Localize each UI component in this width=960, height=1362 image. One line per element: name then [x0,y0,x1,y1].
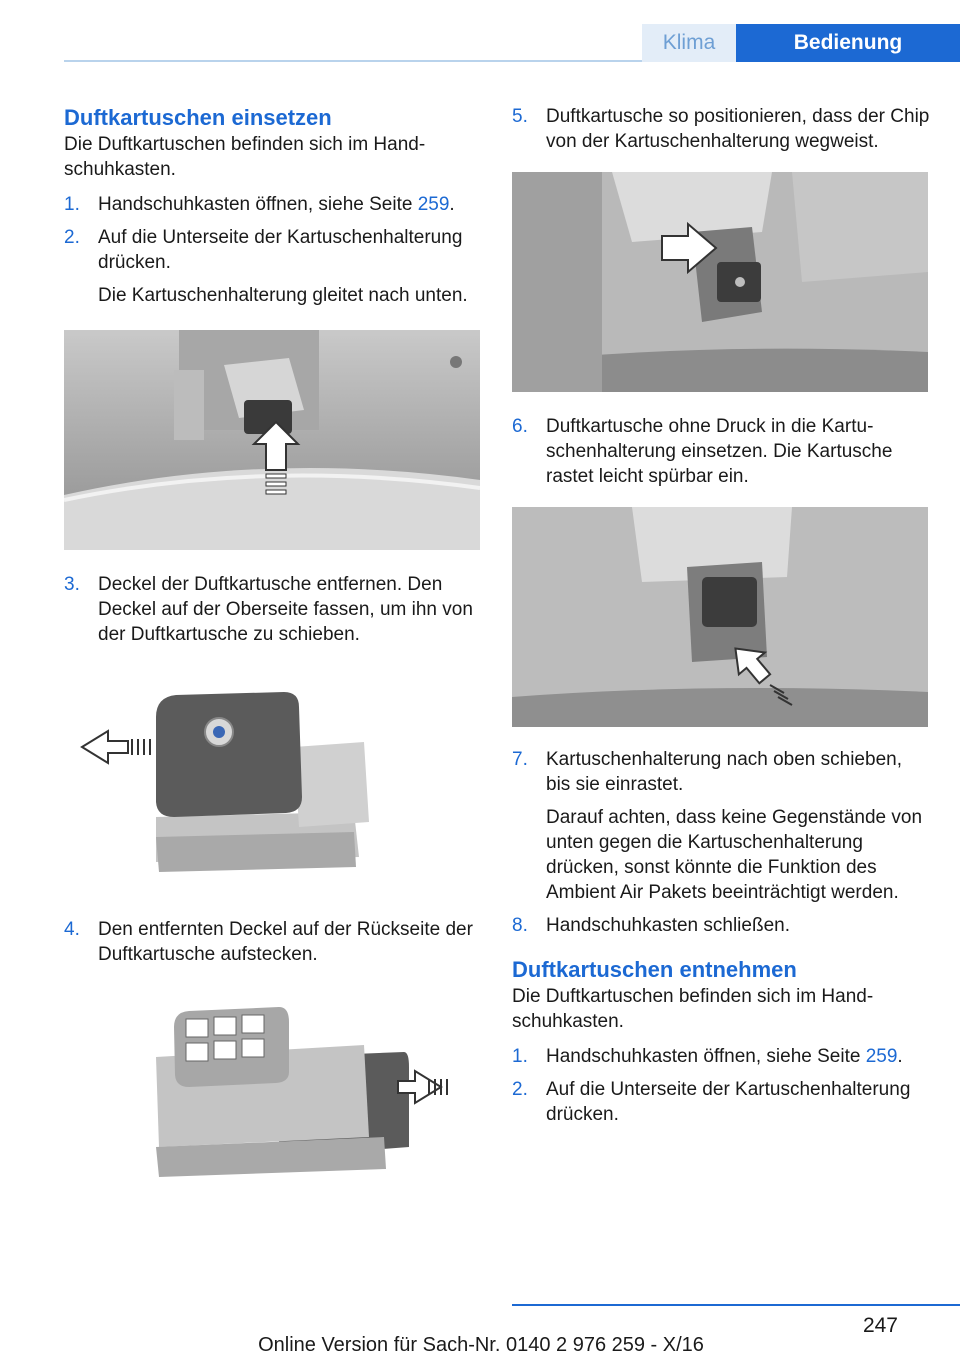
footer-rule [512,1304,960,1306]
tab-bedienung[interactable]: Bedienung [736,24,960,62]
tab-klima[interactable]: Klima [642,24,736,62]
step-remove-2: 2. Auf die Unterseite der Kartuschenhalt… [512,1077,930,1127]
step-subtext: Die Kartuschenhalterung gleitet nach un­… [98,285,468,306]
right-column: 5. Duftkartusche so positionieren, dass … [512,104,930,1135]
cartridge-attach-cover-drawing [64,997,480,1187]
step-text-end: . [449,194,455,215]
section-heading-insert: Duftkartuschen einsetzen [64,105,332,130]
step-5: 5. Duftkartusche so positionieren, dass … [512,104,930,154]
step-2: 2. Auf die Unterseite der Kartuschenhalt… [64,225,482,308]
step-text: Duftkartusche so positionieren, dass der… [546,106,930,152]
step-3: 3. Deckel der Duftkartusche entfernen. D… [64,572,482,647]
online-version-note: Online Version für Sach-Nr. 0140 2 976 2… [258,1334,704,1356]
step-number: 3. [64,574,80,595]
step-8: 8. Handschuhkasten schließen. [512,913,930,938]
step-text: Handschuhkasten schließen. [546,915,790,936]
step-text: Handschuhkasten öffnen, siehe Seite 259. [546,1044,930,1069]
intro-text: Die Duftkartuschen befinden sich im Hand… [512,986,874,1032]
step-number: 8. [512,915,528,936]
step-text: Duftkartusche ohne Druck in die Kartu­sc… [546,416,893,487]
intro-text: Die Duftkartuschen befinden sich im Hand… [64,134,426,180]
step-1: 1. Handschuhkasten öffnen, siehe Seite 2… [64,192,482,217]
cartridge-remove-cover-drawing [64,687,480,902]
step-number: 2. [512,1079,528,1100]
step-text: Kartuschenhalterung nach oben schieben, … [546,749,902,795]
step-number: 2. [64,227,80,248]
step-number: 6. [512,416,528,437]
step-text-end: . [897,1046,903,1067]
step-text-main: Handschuhkasten öffnen, siehe Seite [546,1046,866,1067]
glovebox-holder-photo [64,330,480,550]
step-7: 7. Kartuschenhalterung nach oben schiebe… [512,747,930,905]
step-text: Deckel der Duftkartusche entfernen. Den … [98,574,473,645]
page-number: 247 [862,1314,898,1337]
page-link-259[interactable]: 259 [417,194,450,215]
cartridge-position-photo [512,172,928,392]
step-number: 5. [512,106,528,127]
step-6: 6. Duftkartusche ohne Druck in die Kartu… [512,414,930,489]
header-rule [64,60,960,62]
step-text: Den entfernten Deckel auf der Rückseite … [98,919,473,965]
step-remove-1: 1. Handschuhkasten öffnen, siehe Seite 2… [512,1044,930,1069]
step-number: 4. [64,919,80,940]
step-4: 4. Den entfernten Deckel auf der Rücksei… [64,917,482,967]
cartridge-insert-photo [512,507,928,727]
left-column: Duftkartuschen einsetzen Die Duftkartusc… [64,104,482,1187]
section-heading-remove: Duftkartuschen entnehmen [512,957,797,982]
step-number: 1. [64,194,80,215]
step-number: 1. [512,1046,528,1067]
page-link-259[interactable]: 259 [865,1046,898,1067]
step-text: Auf die Unterseite der Kartuschenhalte­r… [98,227,463,273]
step-text-main: Handschuhkasten öffnen, siehe Seite [98,194,418,215]
step-subtext: Darauf achten, dass keine Gegenstände vo… [546,807,923,903]
step-number: 7. [512,749,528,770]
step-text: Auf die Unterseite der Kartuschenhalte­r… [546,1079,911,1125]
step-text: Handschuhkasten öffnen, siehe Seite 259. [98,192,482,217]
